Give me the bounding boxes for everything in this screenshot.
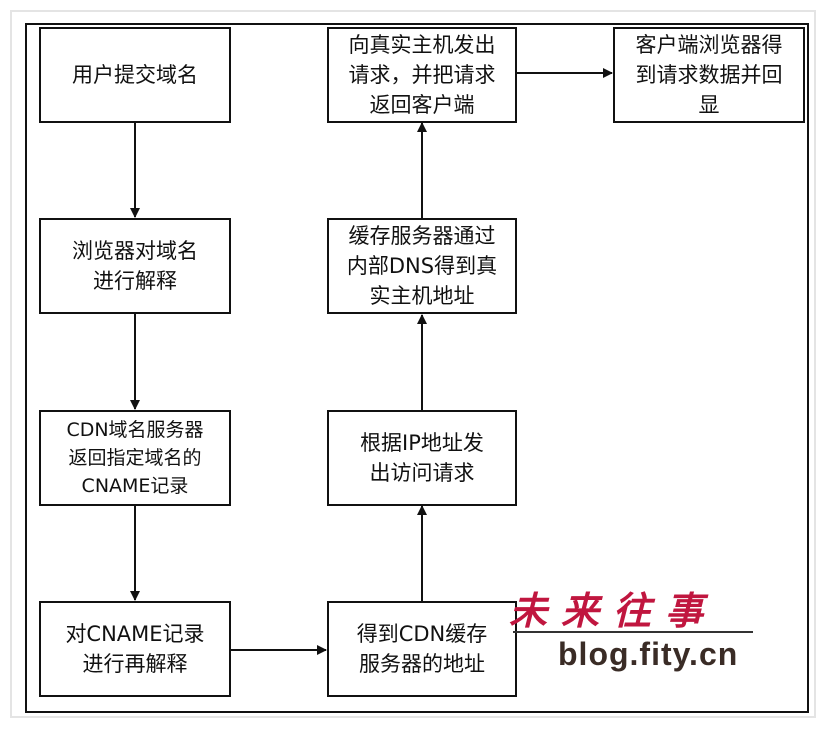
- step-text: 进行再解释: [82, 652, 188, 676]
- step-text: 客户端浏览器得: [635, 33, 783, 57]
- step-text: 实主机地址: [369, 284, 475, 308]
- step-request-by-ip: 根据IP地址发 出访问请求: [327, 410, 517, 506]
- image-frame: [10, 10, 816, 718]
- step-text: 内部DNS得到真: [346, 254, 498, 278]
- step-cache-internal-dns: 缓存服务器通过 内部DNS得到真 实主机地址: [327, 218, 517, 314]
- step-resolve-cname: 对CNAME记录 进行再解释: [39, 601, 231, 697]
- watermark: 未来往事 blog.fity.cn: [505, 580, 775, 690]
- step-text: 根据IP地址发: [360, 431, 484, 455]
- step-request-real-host: 向真实主机发出 请求，并把请求 返回客户端: [327, 27, 517, 123]
- step-client-receives: 客户端浏览器得 到请求数据并回 显: [613, 27, 805, 123]
- watermark-title: 未来往事: [509, 588, 718, 633]
- step-text: 进行解释: [93, 269, 177, 293]
- step-text: 出访问请求: [369, 461, 475, 485]
- step-text: 浏览器对域名: [72, 239, 198, 263]
- step-text: 用户提交域名: [72, 63, 198, 87]
- watermark-divider: [513, 631, 753, 633]
- watermark-url: blog.fity.cn: [558, 636, 739, 672]
- diagram-border: [25, 23, 809, 713]
- step-text: 服务器的地址: [359, 652, 485, 676]
- step-text: CNAME记录: [81, 475, 189, 497]
- step-text: 显: [698, 93, 720, 117]
- step-text: 缓存服务器通过: [348, 224, 496, 248]
- step-text: 得到CDN缓存: [356, 622, 488, 646]
- step-text: 返回客户端: [369, 93, 475, 117]
- step-text: CDN域名服务器: [66, 419, 204, 441]
- step-text: 返回指定域名的: [68, 447, 202, 469]
- step-browser-resolve: 浏览器对域名 进行解释: [39, 218, 231, 314]
- step-text: 对CNAME记录: [65, 622, 205, 646]
- step-cdn-dns-cname: CDN域名服务器 返回指定域名的 CNAME记录: [39, 410, 231, 506]
- step-submit-domain: 用户提交域名: [39, 27, 231, 123]
- step-text: 请求，并把请求: [348, 63, 496, 87]
- step-text: 向真实主机发出: [348, 33, 496, 57]
- step-get-cache-address: 得到CDN缓存 服务器的地址: [327, 601, 517, 697]
- step-text: 到请求数据并回: [635, 63, 783, 87]
